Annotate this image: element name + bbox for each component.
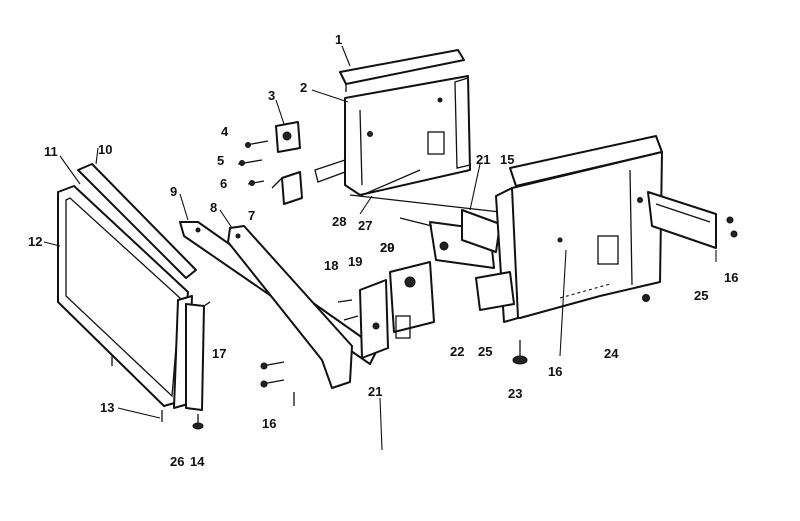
part-door-trim	[77, 163, 197, 279]
callout-label: 13	[100, 400, 114, 415]
callout-label: 26	[170, 454, 184, 469]
callout-label: 25	[694, 288, 708, 303]
part-door-block	[185, 301, 211, 411]
part-door-frame	[57, 185, 189, 407]
callout-label: 6	[220, 176, 227, 191]
part-screws-upper	[237, 140, 269, 186]
part-frame-channel	[475, 187, 519, 323]
part-top-rail	[339, 49, 465, 92]
callout-label: 14	[190, 454, 205, 469]
callout-label: 22	[450, 344, 464, 359]
callout-label: 18	[324, 258, 338, 273]
callout-label: 28	[332, 214, 346, 229]
part-rear-panel	[314, 75, 501, 213]
part-lower-bracket	[227, 225, 353, 389]
callout-label: 11	[44, 144, 58, 159]
callout-label: 2	[300, 80, 307, 95]
callout-labels: 1 2 3 4 5 6 7 8 9 10 11 12 13 14 15 16 1…	[28, 32, 738, 469]
callout-label: 12	[28, 234, 42, 249]
part-switch-bracket	[271, 171, 303, 205]
callout-label: 8	[210, 200, 217, 215]
leader-lines	[43, 45, 717, 451]
callout-label: 5	[217, 153, 224, 168]
part-timer-module	[389, 261, 435, 339]
part-door-hardware	[111, 356, 163, 422]
part-side-frame	[509, 135, 663, 319]
callout-label: 25	[478, 344, 492, 359]
callout-label: 29	[380, 240, 394, 255]
callout-label: 19	[348, 254, 362, 269]
callout-label: 4	[221, 124, 229, 139]
part-screws-lower	[260, 361, 295, 406]
part-control-housing	[359, 279, 389, 359]
callout-label: 24	[604, 346, 619, 361]
callout-label: 27	[358, 218, 372, 233]
callout-label: 15	[500, 152, 514, 167]
callout-label: 16	[548, 364, 562, 379]
callout-label: 17	[212, 346, 226, 361]
part-screws-mid	[337, 299, 380, 330]
callout-label: 21	[368, 384, 382, 399]
callout-label: 23	[508, 386, 522, 401]
callout-label: 7	[248, 208, 255, 223]
callout-label: 16	[262, 416, 276, 431]
callout-label: 9	[170, 184, 177, 199]
callout-label: 16	[724, 270, 738, 285]
callout-label: 10	[98, 142, 112, 157]
part-bolts-right	[642, 216, 738, 302]
callout-label: 3	[268, 88, 275, 103]
part-foot	[512, 340, 528, 365]
part-motor-bracket	[275, 121, 301, 153]
part-bottom-screw	[192, 414, 204, 430]
callout-label: 20	[380, 240, 394, 255]
part-upper-bracket	[461, 209, 501, 253]
part-right-rail	[647, 191, 717, 249]
callout-label: 1	[335, 32, 342, 47]
callout-label: 21	[476, 152, 490, 167]
